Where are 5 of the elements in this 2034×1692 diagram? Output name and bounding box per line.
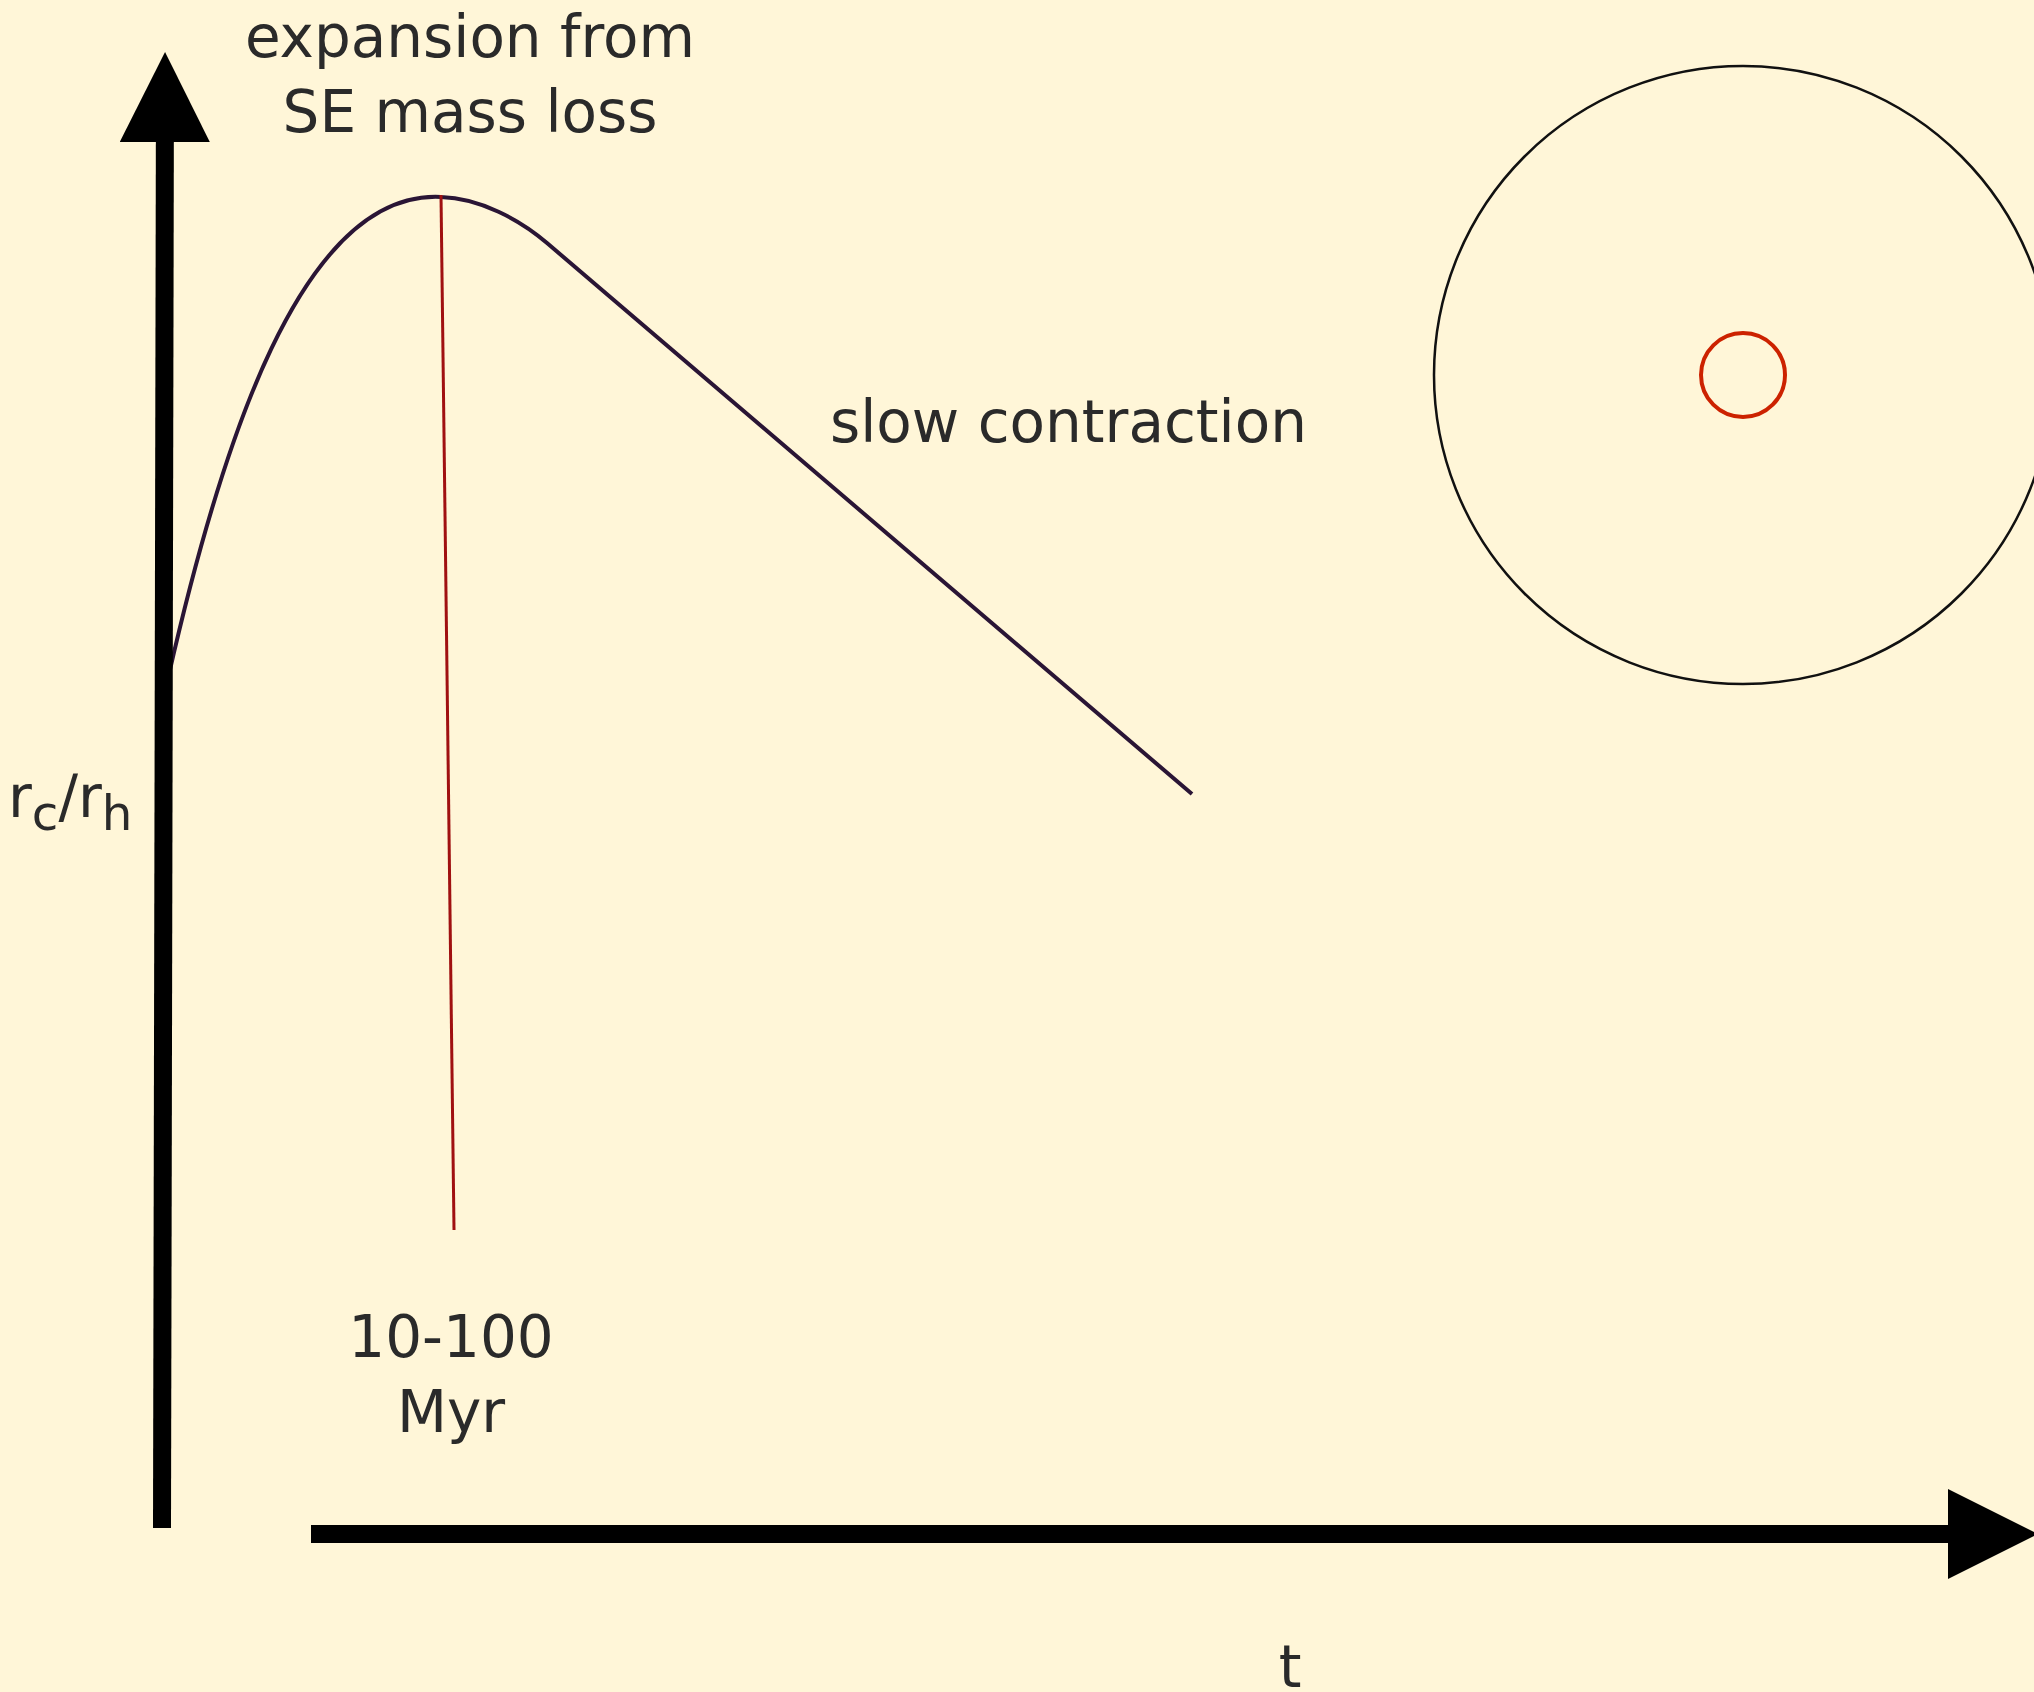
time-label: 10-100 Myr — [347, 1302, 555, 1449]
annotation-text: slow contraction — [830, 387, 1308, 458]
annotation-text: expansion from SE mass loss — [243, 2, 697, 149]
axis-label: t — [1277, 1632, 1303, 1692]
axis-label: r$_{c}$/r$_{h}$ — [8, 762, 134, 843]
